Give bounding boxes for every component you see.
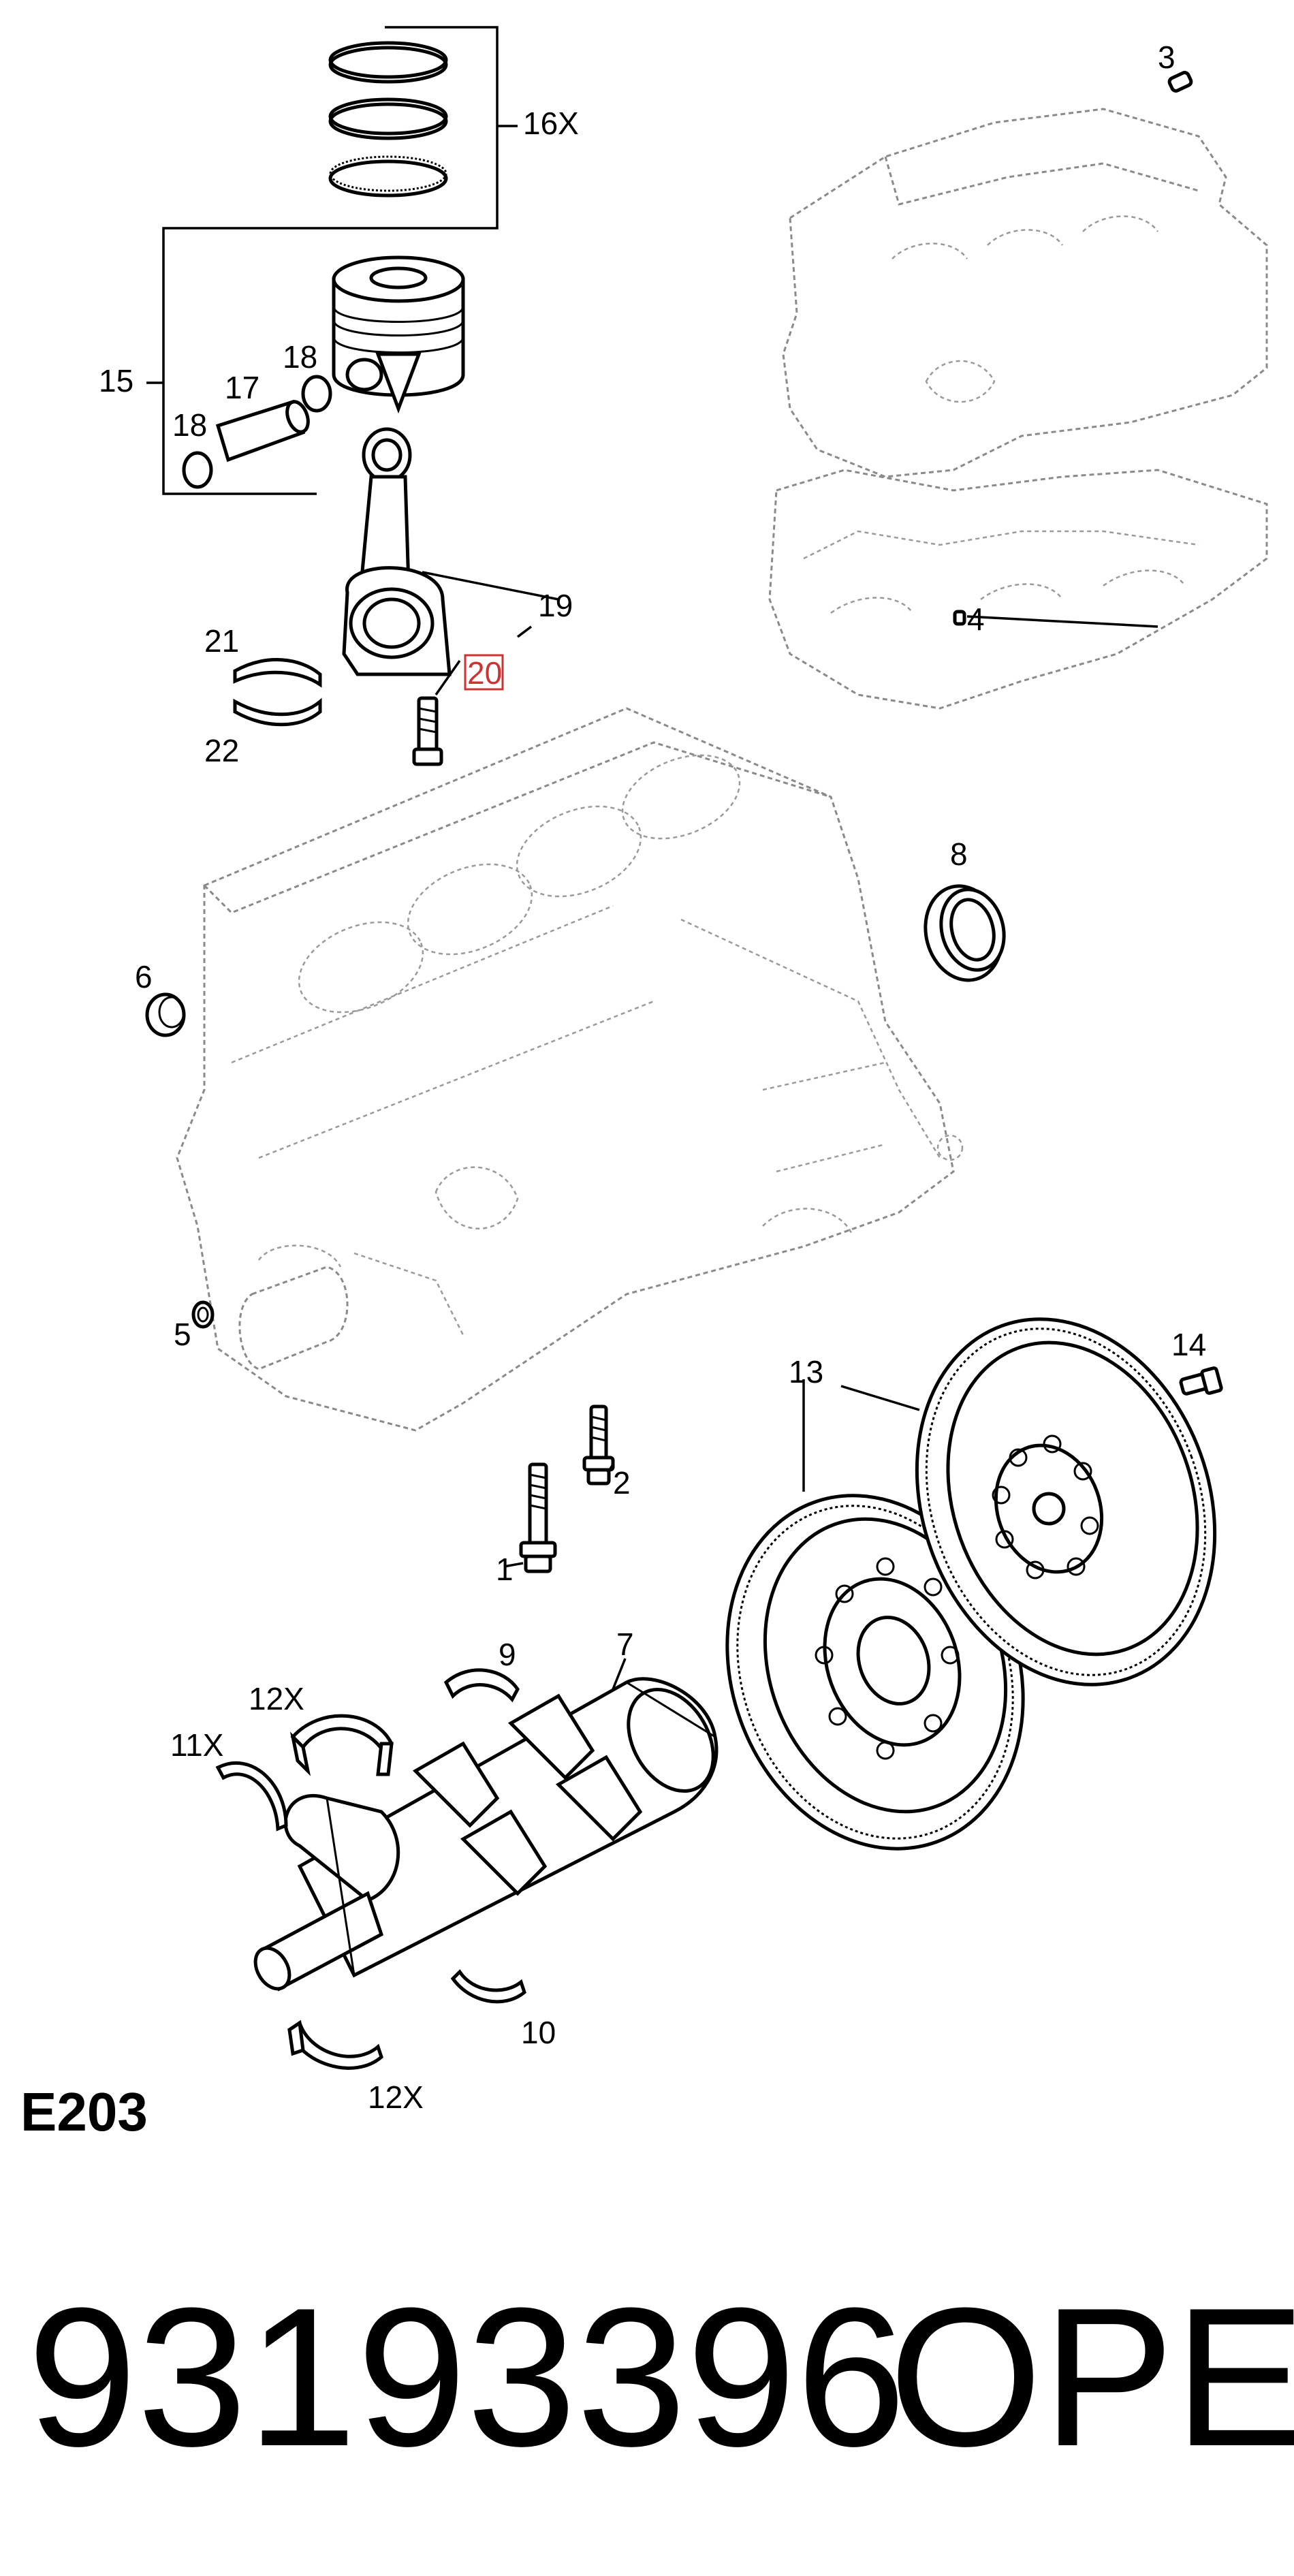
callout-21: 21 [204, 623, 239, 659]
callout-12x-upper: 12X [249, 1681, 304, 1716]
leader-lines [503, 615, 1158, 1568]
cap-6 [145, 992, 186, 1037]
crank-nose [238, 1266, 349, 1370]
callout-11x: 11X [170, 1727, 223, 1763]
crankshaft-7 [253, 1658, 719, 1992]
callout-1: 1 [496, 1552, 514, 1587]
callout-12x-lower: 12X [368, 2079, 424, 2115]
connecting-rod-19 [342, 427, 559, 676]
callout-6: 6 [135, 959, 153, 994]
rod-bearing-shells-21-22 [233, 658, 322, 727]
rod-bolt-20 [412, 625, 533, 766]
callout-10: 10 [521, 2015, 556, 2050]
callout-labels: 3 16X 15 17 18 18 4 19 20 21 22 8 6 5 14… [99, 40, 1206, 2115]
ghost-engine-block-top [768, 108, 1268, 710]
dowel-pin-3 [1167, 71, 1193, 93]
callout-15: 15 [99, 363, 133, 398]
main-bearing-12x-lower [287, 2020, 383, 2070]
callout-22: 22 [204, 733, 239, 768]
callout-20: 20 [467, 655, 502, 691]
oil-seal-8 [924, 884, 1006, 982]
callout-4: 4 [967, 601, 985, 637]
piston-rings-16x [328, 26, 518, 230]
main-bearing-9 [443, 1668, 520, 1703]
callout-18-a: 18 [283, 339, 317, 375]
callout-17: 17 [225, 370, 259, 405]
thrust-washer-11x [215, 1761, 288, 1832]
callout-16x: 16X [523, 106, 579, 141]
callout-3: 3 [1158, 40, 1175, 75]
part-number: 93193396 [27, 2267, 906, 2487]
cylinder-block [176, 707, 964, 1432]
bolt-2 [582, 1404, 615, 1486]
plug-5 [191, 1300, 215, 1329]
flywheel-bolt-14 [1179, 1366, 1223, 1396]
callout-2: 2 [613, 1465, 631, 1501]
piston-assembly-15 [146, 227, 465, 495]
callout-20-highlight-box [464, 654, 504, 691]
brand-name: OPEL [889, 2267, 1294, 2487]
callout-7: 7 [616, 1627, 634, 1662]
callout-18-b: 18 [172, 407, 207, 443]
diagram-code: E203 [20, 2082, 148, 2142]
callout-8: 8 [950, 836, 968, 872]
callout-14: 14 [1171, 1327, 1206, 1362]
main-bearing-12x-upper [289, 1714, 394, 1776]
main-bearing-10 [450, 1969, 526, 2004]
plug-4 [953, 610, 966, 626]
callout-19: 19 [538, 588, 573, 623]
callout-5: 5 [174, 1317, 191, 1352]
callout-9: 9 [499, 1637, 516, 1672]
callout-13: 13 [789, 1354, 823, 1389]
bolt-1 [519, 1462, 557, 1573]
flywheel-ring-gear [840, 1317, 1217, 1686]
